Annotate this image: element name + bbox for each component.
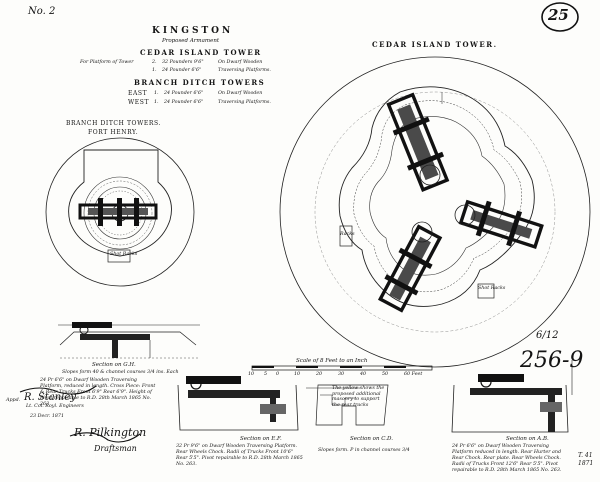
ditch-item-1-qty: 1. [154,91,159,96]
tower-item-2-gun: 24 Pounder 6'6" [162,68,202,73]
left-plan-title: BRANCH DITCH TOWERS. [66,120,161,127]
approved-date: 23 Decr. 1871 [30,414,65,419]
right-plan-title: CEDAR ISLAND TOWER. [372,40,498,49]
scale-tick-6: 40 [360,372,367,377]
right-plan-racks: Racks [340,232,355,237]
section-ab-drawing [451,360,573,433]
section-ef-note: 32 Pr 9'6" on Dwarf Wooden Traversing Pl… [176,444,303,467]
ditch-item-2-gun: 24 Pounder 6'6" [164,100,204,105]
ditch-item-1-mount: On Dwarf Wooden [218,91,263,96]
scale-tick-8: 60 Feet [404,372,423,377]
circled-number-ring [541,2,579,32]
section-cd-drawing [315,384,389,426]
draftsman-title: Draftsman [94,444,137,453]
approved-signature: R. Stanley [24,392,76,403]
ref-number: 256-9 [520,348,584,373]
tower-item-1-gun: 32 Pounders 9'6" [162,60,204,65]
tower-item-2-mount: Traversing Platforms. [218,68,271,73]
circled-number: 25 [548,6,569,24]
ditch-item-2-mount: Traversing Platforms. [218,100,271,105]
scale-tick-5: 30 [338,372,345,377]
left-plan-shot-racks: Shot Racks [110,252,138,257]
tower-item-1-qty: 2. [152,60,157,65]
draftsman-flourish [69,432,141,443]
scale-bar-label: Scale of 8 Feet to an Inch [296,358,368,364]
title-kingston: KINGSTON [152,26,234,36]
section-cd-note: The yellow shows the proposed additional… [332,386,385,408]
left-plan-subtitle: FORT HENRY. [88,129,139,136]
right-plan-drawing [279,56,591,368]
ditch-item-2-side: WEST [128,99,150,106]
label-for-platform: For Platform of Tower [80,60,134,65]
ditch-item-1-side: EAST [128,90,148,97]
approved-prefix: Appd. [6,398,21,403]
scale-tick-2: 0 [276,372,280,377]
draftsman-signature: R. Pilkington [74,426,147,439]
section-cd-title: Section on C.D. [350,436,393,442]
section-ef-drawing [177,376,360,431]
heading-branch-ditch-towers: BRANCH DITCH TOWERS [134,78,266,87]
corner-mark: T. 41 1871 [578,452,594,467]
scale-tick-1: 5 [264,372,268,377]
ref-fraction: 6/12 [536,330,559,341]
scale-tick-7: 50 [382,372,389,377]
tower-item-1-mount: On Dwarf Wooden [218,60,263,65]
section-gh-caption: Slopes form 40 & channel courses 3/4 ins… [62,370,179,375]
sheet-number: No. 2 [28,6,56,17]
scale-tick-4: 20 [316,372,323,377]
section-ef-caption: Slopes form. P in channel courses 3/4 [318,448,410,453]
ditch-item-1-gun: 24 Pounder 6'6" [164,91,204,96]
section-ab-title: Section on A.B. [506,436,549,442]
section-ef-title: Section on E.F. [240,436,282,442]
ditch-item-2-qty: 1. [154,100,159,105]
approved-title: Lt. Col. Royl. Engineers [26,404,84,409]
scale-tick-3: 10 [294,372,301,377]
section-gh-note: 24 Pr 6'6" on Dwarf Wooden Traversing Pl… [40,378,156,407]
section-gh-drawing [58,322,200,359]
scale-bar-drawing [251,365,433,371]
left-plan-drawing [45,137,195,287]
scale-tick-0: 10 [248,372,255,377]
subtitle-proposed-armament: Proposed Armament [162,38,220,44]
section-gh-title: Section on G.H. [92,362,136,368]
signature-flourish [19,385,97,395]
section-ab-note: 24 Pr 6'6" on Dwarf Wooden Traversing Pl… [452,444,562,473]
tower-item-2-qty: 1. [152,68,157,73]
right-plan-shot-racks: Shot Racks [478,286,506,291]
heading-cedar-island-tower: CEDAR ISLAND TOWER [140,48,262,57]
